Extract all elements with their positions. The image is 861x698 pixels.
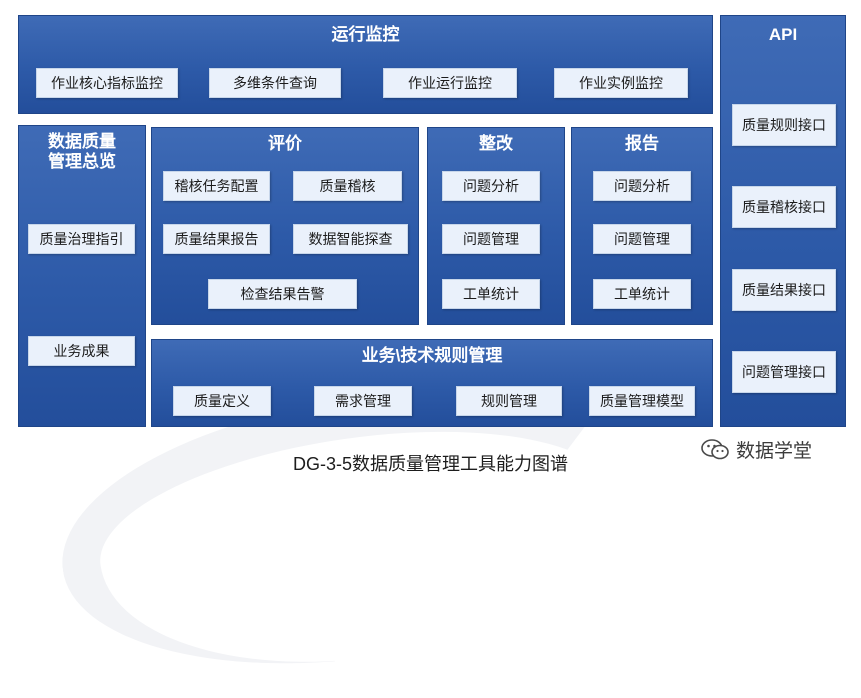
watermark: 数据学堂 bbox=[700, 436, 812, 463]
rules-item-rule-management[interactable]: 规则管理 bbox=[456, 386, 562, 416]
api-item-quality-rule-interface[interactable]: 质量规则接口 bbox=[732, 104, 836, 146]
api-item-issue-management-interface[interactable]: 问题管理接口 bbox=[732, 351, 836, 393]
report-item-issue-analysis[interactable]: 问题分析 bbox=[593, 171, 691, 201]
evaluation-item-check-alert[interactable]: 检查结果告警 bbox=[208, 279, 357, 309]
report-item-ticket-stats[interactable]: 工单统计 bbox=[593, 279, 691, 309]
wechat-icon bbox=[701, 438, 729, 459]
evaluation-item-smart-exploration[interactable]: 数据智能探查 bbox=[293, 224, 408, 254]
evaluation-item-quality-audit[interactable]: 质量稽核 bbox=[293, 171, 402, 201]
rules-title: 业务\技术规则管理 bbox=[361, 346, 503, 365]
rectification-item-ticket-stats[interactable]: 工单统计 bbox=[442, 279, 540, 309]
report-title: 报告 bbox=[625, 134, 659, 153]
rules-item-quality-model[interactable]: 质量管理模型 bbox=[589, 386, 695, 416]
report-item-issue-management[interactable]: 问题管理 bbox=[593, 224, 691, 254]
rules-item-requirement-management[interactable]: 需求管理 bbox=[314, 386, 412, 416]
overview-item-governance-guide[interactable]: 质量治理指引 bbox=[28, 224, 135, 254]
evaluation-item-quality-report[interactable]: 质量结果报告 bbox=[163, 224, 270, 254]
rules-panel: 业务\技术规则管理 质量定义 需求管理 规则管理 质量管理模型 bbox=[151, 339, 713, 427]
overview-title: 数据质量 管理总览 bbox=[48, 132, 116, 171]
rectification-title: 整改 bbox=[479, 134, 513, 153]
rectification-item-issue-analysis[interactable]: 问题分析 bbox=[442, 171, 540, 201]
watermark-text: 数据学堂 bbox=[736, 441, 813, 462]
rectification-item-issue-management[interactable]: 问题管理 bbox=[442, 224, 540, 254]
monitoring-item-job-instance[interactable]: 作业实例监控 bbox=[554, 68, 688, 98]
evaluation-panel: 评价 稽核任务配置 质量稽核 质量结果报告 数据智能探查 检查结果告警 bbox=[151, 127, 419, 325]
overview-item-business-results[interactable]: 业务成果 bbox=[28, 336, 135, 366]
report-panel: 报告 问题分析 问题管理 工单统计 bbox=[571, 127, 713, 325]
monitoring-item-multi-query[interactable]: 多维条件查询 bbox=[209, 68, 341, 98]
overview-panel: 数据质量 管理总览 质量治理指引 业务成果 bbox=[18, 125, 146, 427]
monitoring-item-core-metrics[interactable]: 作业核心指标监控 bbox=[36, 68, 178, 98]
monitoring-panel: 运行监控 作业核心指标监控 多维条件查询 作业运行监控 作业实例监控 bbox=[18, 15, 713, 114]
monitoring-title: 运行监控 bbox=[331, 25, 400, 44]
rules-item-quality-definition[interactable]: 质量定义 bbox=[173, 386, 271, 416]
evaluation-title: 评价 bbox=[268, 134, 302, 153]
evaluation-item-audit-task-config[interactable]: 稽核任务配置 bbox=[163, 171, 270, 201]
api-title: API bbox=[768, 25, 798, 44]
api-item-quality-audit-interface[interactable]: 质量稽核接口 bbox=[732, 186, 836, 228]
api-item-quality-result-interface[interactable]: 质量结果接口 bbox=[732, 269, 836, 311]
monitoring-item-job-running[interactable]: 作业运行监控 bbox=[383, 68, 517, 98]
figure-caption: DG-3-5数据质量管理工具能力图谱 bbox=[292, 454, 568, 474]
api-panel: API 质量规则接口 质量稽核接口 质量结果接口 问题管理接口 bbox=[720, 15, 846, 427]
rectification-panel: 整改 问题分析 问题管理 工单统计 bbox=[427, 127, 565, 325]
